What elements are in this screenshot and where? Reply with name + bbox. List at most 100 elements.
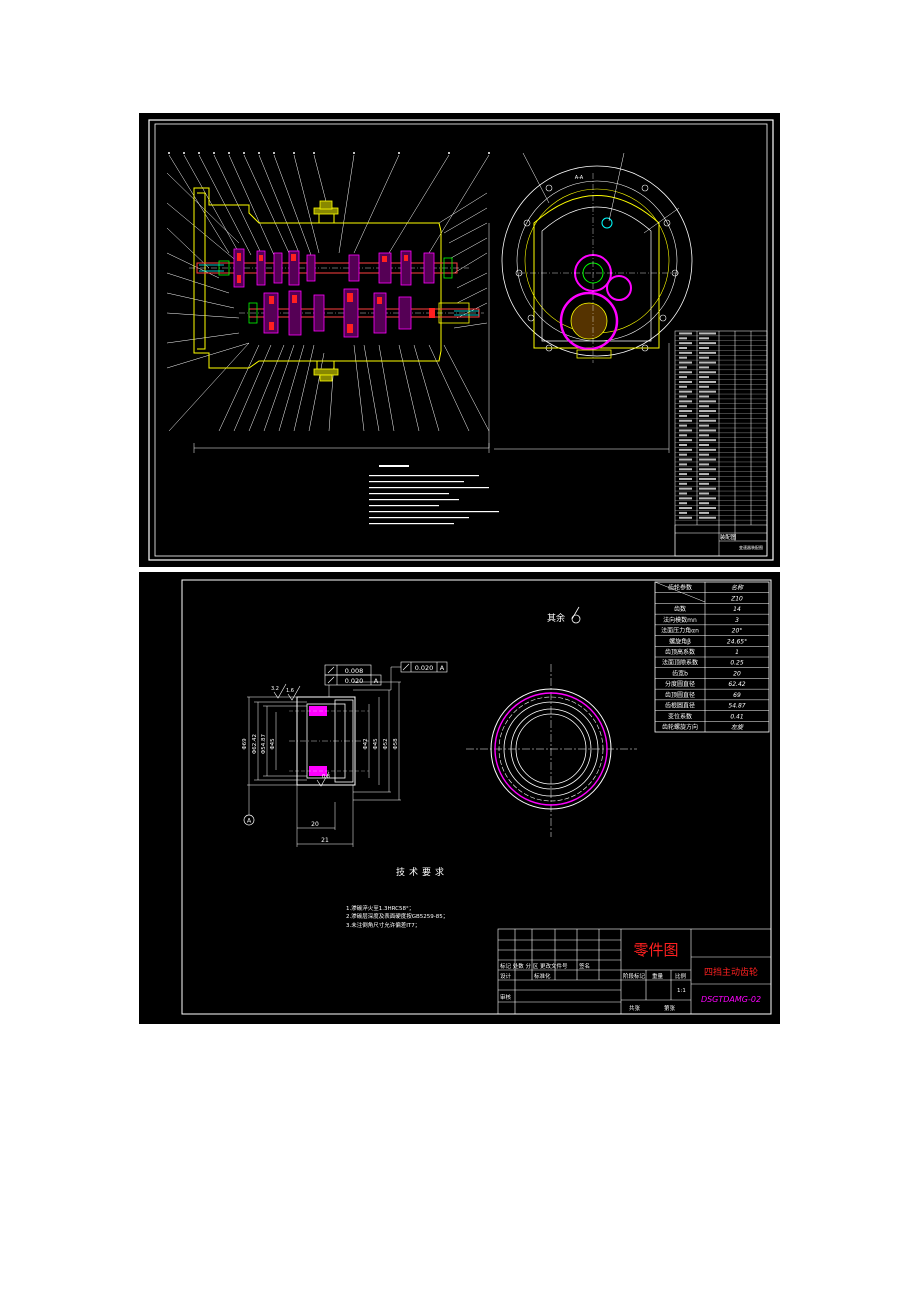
gear-table-value: Z10 [730,595,743,602]
tech-requirements-title: 技术要求 [396,866,448,878]
balloon-numbers-top [168,152,490,154]
spline-details [199,264,479,316]
parts-list-cell-mark [679,371,692,374]
roughness-symbol [571,606,581,624]
tol-2-value: 0.020 [345,677,364,685]
parts-list-cell-mark [699,332,716,335]
parts-list-cell-mark [699,410,716,413]
parts-list-cell-mark [699,458,716,461]
dim-bottom-2: 21 [321,837,329,844]
tol-3-value: 0.020 [415,664,434,672]
signature-label: 签名 [579,962,590,970]
parts-list-cell-mark [699,414,709,417]
dim-left-3: Φ45 [270,738,276,750]
parts-list-cell-mark [699,463,709,466]
tech-note-2: 2.渗碳层深度及表面硬度按GB5259-85； [346,912,448,920]
parts-list-cell-mark [699,429,716,432]
tolerance-frame-2: 0.020 A [324,674,382,686]
leader-lines-left [166,172,250,369]
parts-list-cell-mark [699,487,716,490]
tech-requirements-list: 1.渗碳淬火至1.3HRC58°； 2.渗碳层深度及表面硬度按GB5259-85… [346,904,448,929]
parts-list-cell-mark [679,337,687,340]
gear-table-param: 齿轮参数 [668,584,692,592]
dim-bottom-1: 20 [311,821,319,828]
parts-list-cell-mark [679,497,692,500]
parts-list-cell-mark [699,468,716,471]
parts-list-cell-mark [679,458,692,461]
parts-list-cell-mark [699,342,716,345]
sheet-number: 第张 [664,1004,676,1012]
parts-list-cell-mark [679,429,692,432]
parts-list-cell-mark [699,473,709,476]
parts-list-cell-mark [699,395,709,398]
parts-list-cell-mark [699,385,709,388]
tech-note-1: 1.渗碳淬火至1.3HRC58°； [346,904,414,912]
tol-3-datum: A [440,664,445,672]
assembly-name-cell: 装配图 [720,533,737,541]
gear-table-value: 24.65° [727,638,747,645]
gear-table-value: 左旋 [731,723,744,731]
designer-label: 设计 [500,972,512,980]
parts-list-cell-mark [679,410,692,413]
parts-list-cell-mark [699,511,709,514]
tol-2-datum: A [374,677,379,685]
tolerance-frame-3: 0.020 A [390,661,448,690]
gear-table-param: 齿顶高系数 [665,648,695,656]
parts-list-cell-mark [699,477,716,480]
gear-front-view [466,664,637,837]
parts-list-cell-mark [699,361,716,364]
parts-list-cell-mark [679,453,687,456]
standardization-label: 标准化 [534,972,551,980]
parts-list-cell-mark [679,439,692,442]
parts-list-cell-mark [699,371,716,374]
bottom-dimension-lines [296,785,354,847]
assembly-part-name: 变速器装配图 [739,544,763,550]
left-dimension-labels: Φ69 Φ62.42 Φ54.87 Φ45 [242,733,276,754]
parts-list-cell-mark [679,376,687,379]
gear-table-value: 54.87 [728,703,745,710]
parts-list-cell-mark [679,463,687,466]
top-bolt [313,200,339,215]
parts-list-cell-mark [699,516,716,519]
drawing-number: DSGTDAMG-02 [701,995,761,1004]
gear-table-param: 变位系数 [668,712,692,720]
parts-list-cell-mark [699,405,709,408]
parts-list-rows [675,335,767,521]
gear-table-param: 齿宽b [672,669,688,677]
parts-list-cell-mark [679,351,692,354]
parts-list-cell-mark [699,424,709,427]
title-block-grid [497,928,772,1015]
gear-table-param: 齿轮螺旋方向 [662,723,698,731]
gear-table-value: 20 [733,670,741,677]
gear-table-value: 名称 [731,584,744,592]
parts-list-cell-mark [679,332,692,335]
roughness-1: 3.2 [271,686,279,692]
seal-details [218,257,453,324]
drawing-type: 零件图 [633,941,678,959]
parts-list-cell-mark [679,342,692,345]
parts-list-cell-mark [679,473,687,476]
parts-list-cell-mark [699,453,709,456]
bearings [237,253,435,333]
parts-list-cell-mark [699,444,709,446]
parts-list-cell-mark [699,448,716,451]
parts-list-cell-mark [679,502,687,505]
gear-section-view [289,696,369,786]
parts-list-cell-mark [699,439,716,442]
gear-table-param: 齿根圆直径 [665,702,695,710]
gear-table-param: 法面顶隙系数 [662,659,698,667]
gear-table-value: 20° [732,628,743,635]
parts-list-cell-mark [679,507,692,510]
parts-list-cell-mark [699,482,709,485]
surface-roughness-marks [273,683,330,787]
parts-list-cell-mark [699,434,709,437]
parts-list-cell-mark [699,390,716,393]
gear-table-value: 0.41 [730,713,743,720]
assembly-tech-requirements [369,465,499,525]
parts-list-cell-mark [679,482,687,485]
parts-list-cell-mark [679,390,692,393]
parts-list-cell-mark [699,351,716,354]
reviewer-label: 审核 [500,993,512,1001]
leader-lines-bottom [168,342,490,432]
